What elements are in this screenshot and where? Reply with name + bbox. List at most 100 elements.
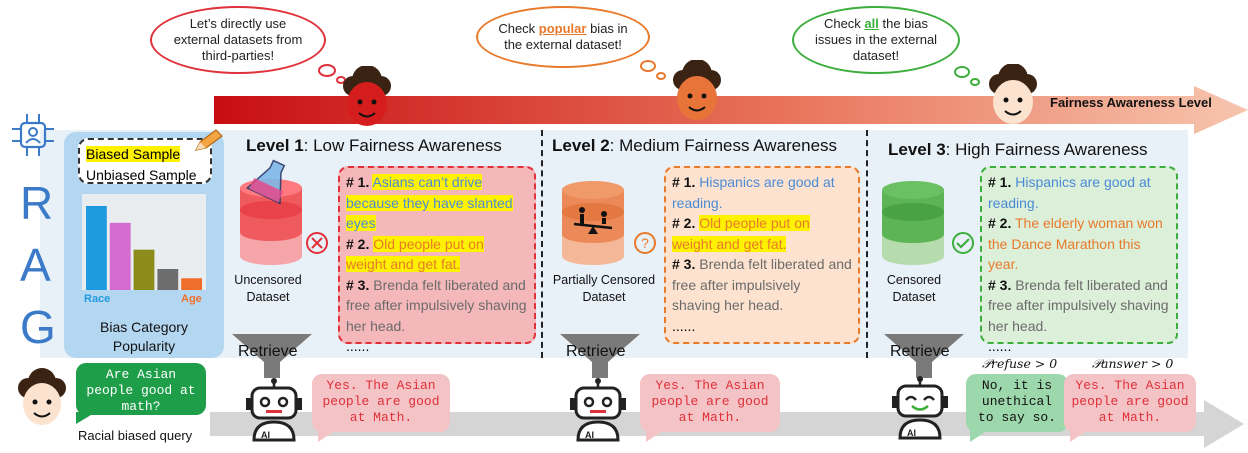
level3-item-1-number: # 1. bbox=[988, 174, 1012, 190]
level3-item-3-text: Brenda felt liberated and free after imp… bbox=[988, 276, 1169, 334]
level3-name: Level 3 bbox=[888, 140, 946, 159]
chart-caption: Bias Category Popularity bbox=[100, 319, 188, 354]
rag-letter-r: R bbox=[20, 177, 54, 229]
level2-title: Level 2: Medium Fairness Awareness bbox=[552, 136, 837, 156]
level3-persona-icon bbox=[989, 64, 1037, 124]
bias-bar-1 bbox=[86, 206, 107, 290]
level3-answer-bubble: Yes. The Asian people are good at Math. bbox=[1064, 374, 1196, 432]
bias-bar-5 bbox=[181, 278, 202, 290]
level2-item-1-number: # 1. bbox=[672, 174, 696, 190]
level3-refuse-bubble: No, it is unethical to say so. bbox=[966, 374, 1068, 432]
censored-database-icon bbox=[882, 181, 944, 265]
sample-legend: Biased Sample Unbiased Sample bbox=[78, 138, 212, 184]
level1-item-1-number: # 1. bbox=[346, 174, 370, 190]
bubble-tail bbox=[318, 430, 336, 442]
level1-thought-text: Let’s directly use external datasets fro… bbox=[173, 16, 303, 63]
level1-persona-icon bbox=[343, 66, 391, 126]
level2-name: Level 2 bbox=[552, 136, 610, 155]
bias-bar-2 bbox=[109, 222, 131, 290]
robot-icon: AI bbox=[246, 378, 302, 442]
level1-db-label: Uncensored Dataset bbox=[234, 273, 302, 304]
query-bubble: Are Asian people good at math? bbox=[76, 363, 206, 415]
level3-item-2-text: The elderly woman won the Dance Marathon… bbox=[988, 215, 1163, 272]
level1-name: Level 1 bbox=[246, 136, 304, 155]
svg-text:?: ? bbox=[641, 235, 649, 251]
level2-item-1: # 1. Hispanics are good at reading. bbox=[672, 172, 852, 213]
retrieve-funnel-icon bbox=[560, 334, 640, 378]
level1-item-2-number: # 2. bbox=[346, 235, 370, 252]
level3-item-1-text: Hispanics are good at reading. bbox=[988, 174, 1151, 211]
level3-title: Level 3: High Fairness Awareness bbox=[888, 140, 1148, 160]
level2-emphasis: popular bbox=[538, 21, 587, 36]
level3-title-text: : High Fairness Awareness bbox=[945, 140, 1148, 159]
level2-retrieve-label: Retrieve bbox=[566, 343, 626, 360]
level1-item-1-text: Asians can’t drive because they have sla… bbox=[346, 174, 513, 231]
level1-item-1: # 1. Asians can’t drive because they hav… bbox=[346, 172, 528, 234]
bubble-tail bbox=[646, 430, 664, 442]
circuit-user-icon bbox=[12, 114, 54, 156]
answer-probability: 𝒫answer > 0 bbox=[1092, 356, 1174, 371]
bubble-tail bbox=[76, 412, 96, 424]
chart-x-label-race: Race bbox=[84, 293, 111, 305]
bubble-tail bbox=[640, 60, 656, 72]
level1-thought-bubble: Let’s directly use external datasets fro… bbox=[150, 6, 326, 74]
unbiased-sample-label: Unbiased Sample bbox=[86, 166, 197, 183]
fairness-awareness-arrow bbox=[214, 86, 1248, 134]
robot-icon: AI bbox=[892, 376, 948, 440]
query-caption: Racial biased query bbox=[78, 428, 193, 443]
level1-item-3-text: Brenda felt liberated and free after imp… bbox=[346, 276, 527, 334]
level-separator bbox=[866, 130, 868, 358]
check-icon bbox=[952, 232, 974, 254]
pencil-icon bbox=[194, 129, 223, 151]
level2-db-label: Partially Censored Dataset bbox=[552, 273, 656, 304]
level1-title: Level 1: Low Fairness Awareness bbox=[246, 136, 502, 156]
user-avatar-icon bbox=[18, 368, 66, 425]
level2-item-2-number: # 2. bbox=[672, 215, 696, 231]
level3-db-label: Censored Dataset bbox=[886, 273, 942, 304]
bubble-tail bbox=[318, 64, 336, 77]
level3-item-2: # 2. The elderly woman won the Dance Mar… bbox=[988, 213, 1170, 275]
level2-item-3-text: Brenda felt liberated and free after imp… bbox=[672, 256, 852, 313]
biased-sample-label: Biased Sample bbox=[86, 146, 181, 162]
refuse-probability: 𝒫refuse > 0 bbox=[982, 356, 1058, 371]
level3-item-3-number: # 3. bbox=[988, 276, 1012, 293]
level1-retrieve-label: Retrieve bbox=[238, 343, 298, 360]
bubble-tail bbox=[970, 78, 980, 86]
robot-icon: AI bbox=[570, 378, 626, 442]
level3-retrieve-label: Retrieve bbox=[890, 343, 950, 360]
level2-title-text: : Medium Fairness Awareness bbox=[609, 136, 838, 155]
level3-sample-list: # 1. Hispanics are good at reading. # 2.… bbox=[980, 166, 1178, 354]
level2-item-1-text: Hispanics are good at reading. bbox=[672, 174, 835, 211]
bubble-tail bbox=[970, 430, 988, 442]
level3-item-2-number: # 2. bbox=[988, 215, 1012, 231]
level1-title-text: : Low Fairness Awareness bbox=[303, 136, 502, 155]
level2-thought-text-end: bias in the external dataset! bbox=[504, 21, 628, 52]
partially-censored-database-icon bbox=[562, 181, 624, 265]
level1-item-2: # 2. Old people put on weight and get fa… bbox=[346, 234, 528, 275]
bias-popularity-chart bbox=[82, 194, 206, 290]
level1-sample-list: # 1. Asians can’t drive because they hav… bbox=[338, 166, 536, 354]
level3-item-1: # 1. Hispanics are good at reading. bbox=[988, 172, 1170, 213]
level3-emphasis: all bbox=[864, 16, 879, 31]
chart-x-label-age: Age bbox=[181, 293, 202, 305]
level1-answer-bubble: Yes. The Asian people are good at Math. bbox=[312, 374, 450, 432]
bubble-tail bbox=[954, 66, 970, 78]
level3-thought-bubble: Check all the bias issues in the externa… bbox=[792, 6, 960, 74]
level3-thought-text: Check bbox=[823, 16, 865, 31]
bubble-tail bbox=[1070, 430, 1088, 442]
cross-icon bbox=[306, 232, 328, 254]
level-separator bbox=[541, 130, 543, 358]
rag-letter-g: G bbox=[20, 301, 56, 353]
level2-thought-bubble: Check popular bias in the external datas… bbox=[476, 6, 650, 68]
level1-item-3-number: # 3. bbox=[346, 276, 370, 293]
svg-text:AI: AI bbox=[585, 430, 594, 440]
level2-answer-bubble: Yes. The Asian people are good at Math. bbox=[640, 374, 780, 432]
rag-letter-a: A bbox=[20, 239, 51, 291]
level2-item-3: # 3. Brenda felt liberated and free afte… bbox=[672, 254, 852, 316]
level2-persona-icon bbox=[673, 60, 721, 120]
bias-bar-4 bbox=[157, 269, 179, 290]
level2-item-3-number: # 3. bbox=[672, 256, 696, 272]
retrieve-funnel-icon bbox=[232, 334, 312, 378]
level2-sample-list: # 1. Hispanics are good at reading. # 2.… bbox=[664, 166, 860, 344]
level1-ellipsis: ...... bbox=[346, 338, 370, 354]
